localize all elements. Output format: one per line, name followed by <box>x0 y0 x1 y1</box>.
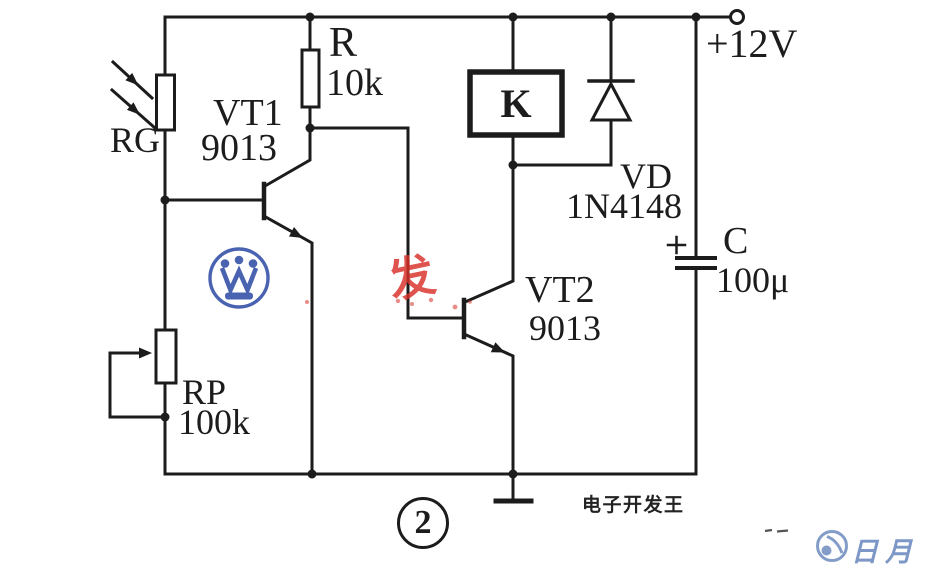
supply-terminal <box>729 9 745 25</box>
rp-wiper-arrowhead <box>139 347 152 359</box>
figure-number-badge: 2 <box>397 497 449 549</box>
c-label: C <box>723 220 749 262</box>
vt2-model: 9013 <box>529 308 601 348</box>
supply-label: +12V <box>706 21 798 66</box>
c-value: 100μ <box>716 260 790 300</box>
vt2-collector <box>463 163 515 304</box>
brand-logo-icon <box>816 530 848 562</box>
vt1-model: 9013 <box>201 127 277 169</box>
rp-wiper-loop <box>108 351 167 419</box>
vt2-label: VT2 <box>525 269 595 311</box>
vt1-label: VT1 <box>213 92 283 134</box>
red-stamp-dots <box>305 297 472 310</box>
rp-value: 100k <box>178 402 250 442</box>
light-arrowhead-2 <box>126 102 140 115</box>
vd-model: 1N4148 <box>566 186 682 226</box>
rg-label: RG <box>110 120 161 160</box>
vt1-emitter-arrowhead <box>289 227 303 238</box>
vt2-emitter <box>462 332 515 476</box>
light-arrowhead-1 <box>125 72 139 86</box>
cap-plus-sign <box>666 235 687 255</box>
stray-dashes <box>764 528 789 533</box>
r-label: R <box>329 20 358 66</box>
vt2-emitter-arrowhead <box>490 342 505 353</box>
rp-label: RP <box>182 372 227 412</box>
vd-triangle <box>589 80 633 122</box>
wire-r-to-vt2base <box>308 126 466 320</box>
site-watermark: 电子开发王 <box>582 495 685 516</box>
brand-logo-text: 日月辰 <box>851 537 919 567</box>
w-logo-watermark-icon <box>208 247 270 309</box>
relay-k-box <box>467 69 565 138</box>
figure-number: 2 <box>414 504 432 541</box>
junction-dots <box>160 12 701 479</box>
vd-label: VD <box>620 156 672 196</box>
relay-k-label: K <box>500 81 532 126</box>
potentiometer-rp-body <box>154 328 178 385</box>
vt1-emitter <box>261 213 314 476</box>
vt1-collector <box>262 126 312 189</box>
r-value: 10k <box>326 62 383 104</box>
resistor-r-body <box>300 48 321 109</box>
